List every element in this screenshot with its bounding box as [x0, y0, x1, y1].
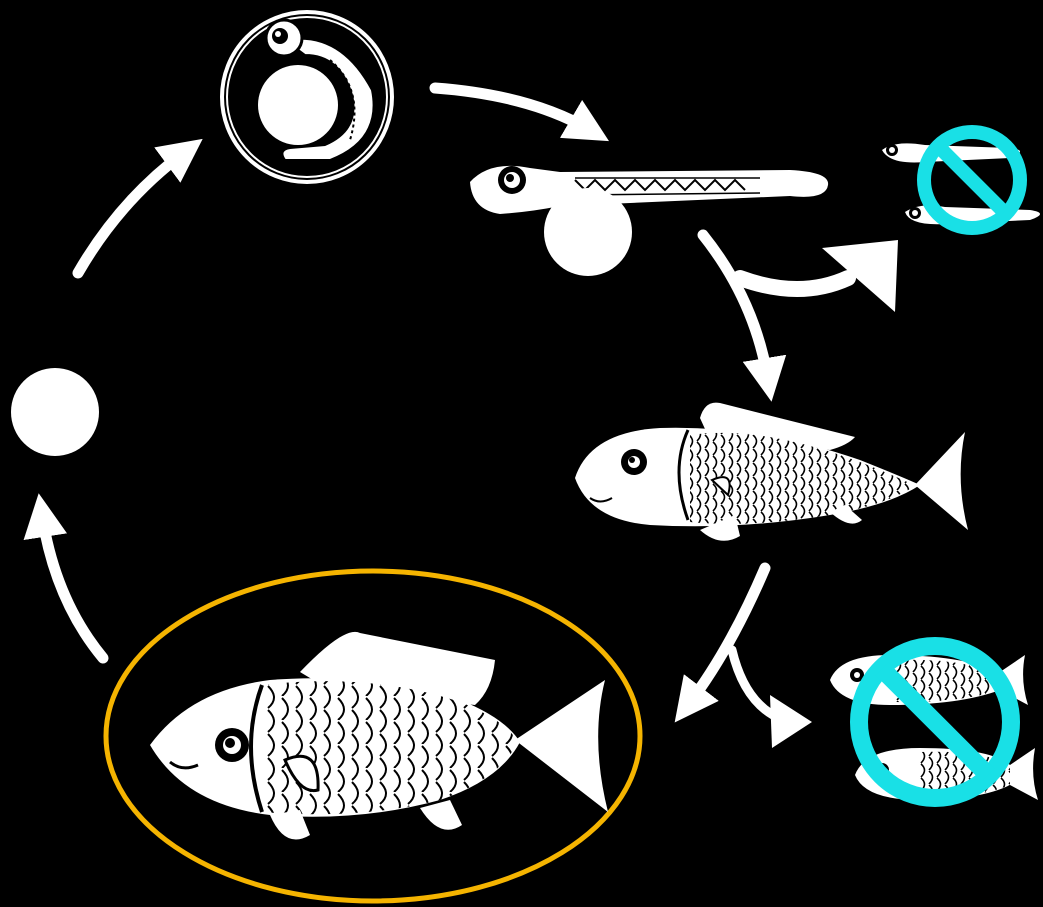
- arrow-adult-to-egg: [42, 515, 103, 658]
- stage-embryo: [222, 12, 392, 182]
- arrow-larva-to-juvenile: [703, 235, 768, 380]
- arrow-larva-mortality: [740, 278, 848, 289]
- egg-icon: [11, 368, 99, 456]
- larva-mortality-group: [882, 132, 1040, 228]
- stage-egg: [11, 368, 99, 456]
- arrow-juvenile-mortality-head: [770, 695, 812, 748]
- stage-adult: [106, 571, 640, 901]
- embryo-yolk-icon: [258, 65, 338, 145]
- juvenile-mortality-group: [830, 646, 1038, 800]
- stage-larva: [470, 166, 828, 276]
- arrow-juvenile-to-adult: [688, 568, 765, 705]
- stage-juvenile: [575, 403, 968, 541]
- arrow-embryo-to-larva: [435, 88, 590, 130]
- arrow-egg-to-embryo: [78, 152, 185, 273]
- adult-tail-icon: [515, 680, 608, 812]
- juvenile-tail-icon: [915, 432, 968, 530]
- larva-yolk-icon: [544, 188, 632, 276]
